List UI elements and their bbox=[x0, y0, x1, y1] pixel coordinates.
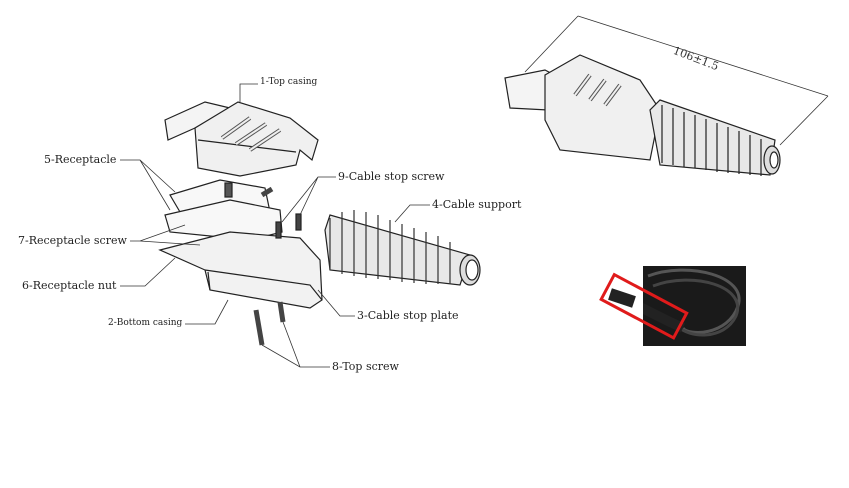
top-casing-part bbox=[164, 101, 319, 177]
assembled-connector bbox=[504, 54, 781, 176]
label-cable-support: 4-Cable support bbox=[432, 198, 522, 211]
label-cable-stop-screw: 9-Cable stop screw bbox=[338, 170, 445, 183]
label-top-casing: 1-Top casing bbox=[260, 77, 318, 87]
label-receptacle-nut: 6-Receptacle nut bbox=[22, 279, 117, 292]
cable-support-part bbox=[324, 210, 481, 286]
label-top-screw: 8-Top screw bbox=[332, 360, 399, 373]
label-receptacle: 5-Receptacle bbox=[44, 153, 117, 166]
label-cable-stop-plate: 3-Cable stop plate bbox=[357, 309, 459, 322]
highlight-box bbox=[599, 272, 689, 340]
receptacle-part bbox=[164, 179, 283, 241]
label-receptacle-screw: 7-Receptacle screw bbox=[18, 234, 127, 247]
cable-photo bbox=[598, 266, 746, 346]
dimension-line bbox=[524, 15, 829, 146]
top-screws-part bbox=[253, 301, 286, 346]
bottom-casing-part bbox=[158, 213, 323, 309]
cable-photo-image bbox=[598, 266, 746, 346]
label-bottom-casing: 2-Bottom casing bbox=[108, 318, 183, 328]
